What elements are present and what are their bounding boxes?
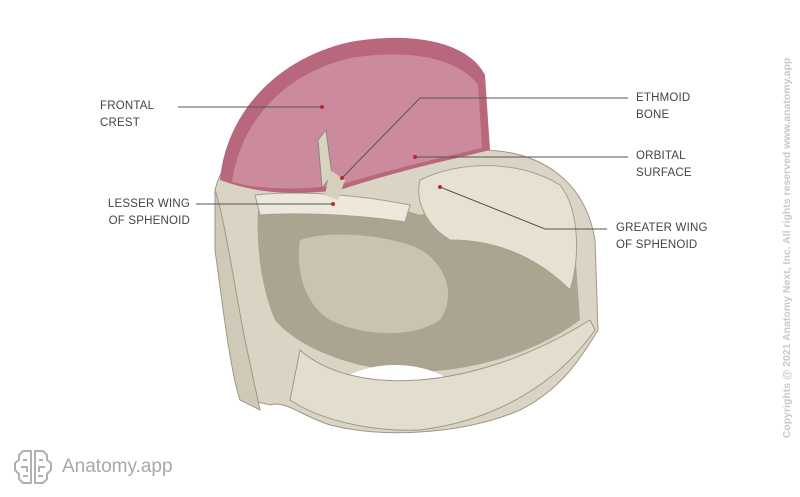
- label-line: ORBITAL: [636, 150, 686, 162]
- label-line: BONE: [636, 109, 670, 121]
- temporal-side: [214, 189, 261, 411]
- greater-wing: [418, 165, 577, 291]
- label-line: OF SPHENOID: [108, 215, 190, 227]
- label-line: SURFACE: [636, 167, 692, 179]
- label-ethmoid-bone: ETHMOID BONE: [636, 90, 690, 124]
- line-ethmoid: [341, 97, 628, 179]
- label-line: ETHMOID: [636, 92, 691, 104]
- label-orbital-surface: ORBITAL SURFACE: [636, 148, 692, 182]
- copyright-text: Copyrights @ 2021 Anatomy Next, Inc. All…: [781, 57, 793, 439]
- leader-lines: [178, 97, 628, 230]
- brain-icon: [14, 450, 52, 484]
- line-greater-wing: [439, 186, 607, 230]
- label-line: FRONTAL: [100, 100, 155, 112]
- label-line: CREST: [100, 117, 140, 129]
- label-frontal-crest: FRONTAL CREST: [100, 98, 168, 132]
- label-lesser-wing: LESSER WING OF SPHENOID: [96, 196, 190, 230]
- label-line: OF SPHENOID: [616, 239, 698, 251]
- label-line: GREATER WING: [616, 222, 708, 234]
- frontal-bone-inner: [232, 54, 482, 189]
- ethmoid: [325, 170, 345, 200]
- occipital-rim: [289, 319, 596, 431]
- sphenoid: [298, 234, 449, 334]
- logo: Anatomy.app: [12, 448, 173, 486]
- label-line: LESSER WING: [107, 198, 190, 210]
- label-greater-wing: GREATER WING OF SPHENOID: [616, 220, 708, 254]
- lesser-wing: [254, 192, 411, 223]
- logo-text: Anatomy.app: [62, 456, 173, 477]
